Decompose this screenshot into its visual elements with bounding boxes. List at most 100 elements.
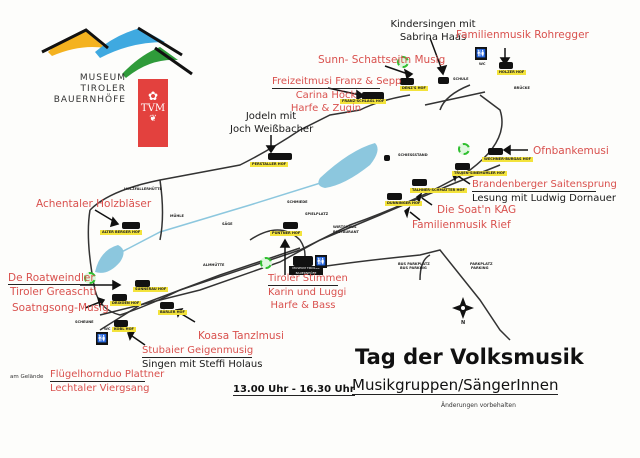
- label-brandenberger: Brandenberger Saitensprung: [472, 179, 617, 192]
- museum-sign: MUSEUM TIROLER BAUERNHÖFE: [289, 266, 323, 275]
- label-sunn-schattseitn: Sunn- Schattseitn Musig: [318, 54, 446, 66]
- building-perstaller[interactable]: [268, 153, 292, 160]
- label-stubaier: Stubaier Geigenmusig: [142, 345, 254, 358]
- label-schiessstand: SCHIESSSTAND: [398, 153, 428, 157]
- building-alter-bergerhof[interactable]: [122, 222, 140, 229]
- label-bus-parking: BUS PARKING: [400, 266, 427, 270]
- label-restaurant: RESTAURANT: [333, 230, 359, 234]
- label-brandenberger-group: Brandenberger Saitensprung Lesung mit Lu…: [472, 178, 617, 205]
- label-freizeitmusi: Freizeitmusi Franz & Sepp: [272, 76, 402, 89]
- event-time: 13.00 Uhr - 16.30 Uhr: [233, 384, 355, 396]
- event-subtitle: Musikgruppen/SängerInnen: [352, 376, 559, 395]
- kindersingen-line1: Kindersingen mit: [390, 19, 476, 30]
- label-bruecke: BRÜCKE: [514, 86, 530, 90]
- pond-west: [95, 245, 124, 273]
- tag-drixoen-hof: DRIXOEN HOF: [110, 301, 142, 306]
- building-sunnerau[interactable]: [135, 280, 150, 287]
- jodeln-line1: Jodeln mit: [245, 111, 297, 122]
- building-holzer[interactable]: [499, 62, 513, 69]
- wc-icon-museum: 🚻: [315, 255, 327, 268]
- wc-icon-north: 🚻: [475, 47, 487, 60]
- building-dunninger[interactable]: [387, 193, 402, 200]
- museum-logo-text: MUSEUM TIROLER BAUERNHÖFE: [40, 73, 126, 106]
- label-am-gelaende: am Gelände: [10, 374, 44, 380]
- building-trujen[interactable]: [455, 163, 470, 170]
- logo-line-tiroler: TIROLER: [80, 84, 126, 94]
- tag-franzschlagl-hof: FRANZ-SCHLAGL HOF: [340, 99, 387, 104]
- gemeinschaft-badge-north: [397, 56, 409, 68]
- label-muehle: MÜHLE: [170, 214, 184, 218]
- label-fluegelhornduo: Flügelhornduo Plattner: [50, 369, 165, 382]
- label-jodeln: Jodeln mit Joch Weißbacher: [230, 110, 314, 136]
- building-drixoen[interactable]: [112, 294, 127, 301]
- logo-mountains: [41, 26, 193, 78]
- building-talhner[interactable]: [412, 179, 427, 186]
- tag-puntner-hof: PUNTNER HOF: [270, 231, 303, 236]
- label-achentaler: Achentaler Holzbläser: [36, 198, 152, 210]
- label-almhuette: ALMHÜTTE: [203, 263, 225, 267]
- gemeinschaft-badge-west: [84, 272, 96, 284]
- jodeln-line2: Joch Weißbacher: [230, 124, 314, 135]
- label-parking: PARKING: [471, 266, 489, 270]
- tvm-badge-text: TVM: [140, 103, 166, 114]
- label-tiroler-stimmen: Tiroler Stimmen: [268, 273, 348, 286]
- label-familienmusik-rief: Familienmusik Rief: [412, 219, 511, 231]
- label-harfe-bass: Harfe & Bass: [270, 300, 336, 311]
- label-carina: Carina Höck: [295, 90, 357, 101]
- label-steffi: Singen mit Steffi Holaus: [142, 359, 263, 370]
- compass-icon: [452, 297, 474, 319]
- building-wechner[interactable]: [488, 148, 503, 155]
- building-denz[interactable]: [400, 78, 414, 85]
- label-wc-south: WC: [104, 327, 111, 331]
- label-karin-luggi: Karin und Luggi: [268, 287, 347, 298]
- kindersingen-line2: Sabrina Haas: [399, 32, 467, 43]
- label-roatweindler: De Roatweindler: [8, 272, 95, 285]
- label-north: N: [461, 320, 466, 326]
- tag-trujen-hof: TRUJEN-SINEMÜHLER HOF: [452, 171, 508, 176]
- label-ofnbankemusi: Ofnbankemusi: [533, 145, 609, 157]
- label-parkplatz: PARKPLATZ: [470, 262, 493, 266]
- logo-line-bauernhoefe: BAUERNHÖFE: [53, 95, 126, 105]
- event-title: Tag der Volksmusik: [355, 345, 584, 369]
- building-franzschlagl[interactable]: [362, 92, 384, 100]
- tvm-badge: ✿ TVM ❦: [138, 79, 168, 147]
- logo-line-museum: MUSEUM: [79, 73, 126, 83]
- tag-denz-hof: DENZ'S HOF: [400, 86, 428, 91]
- label-saege: SÄGE: [222, 222, 233, 226]
- gemeinschaft-badge-center: [260, 257, 272, 269]
- tag-koebl-hof: KÖBL HOF: [112, 327, 136, 332]
- tag-wechner-hof: WECHNER-BURGAS HOF: [482, 157, 534, 162]
- label-spielplatz: SPIELPLATZ: [305, 212, 329, 216]
- ornament-icon: ✿: [147, 89, 159, 103]
- building-baerler[interactable]: [160, 302, 174, 309]
- tag-talhner-hof: TALHNER-SCHMATTER HOF: [410, 188, 467, 193]
- building-puntner[interactable]: [283, 222, 298, 229]
- event-note: Änderungen vorbehalten: [441, 402, 516, 409]
- label-koasa: Koasa Tanzlmusi: [198, 330, 284, 342]
- label-soatngsong: Soatngsong-Musig: [12, 302, 109, 314]
- stream: [109, 179, 331, 259]
- label-greaschtl: Tiroler Greaschtl: [10, 286, 97, 298]
- label-tiroler-stimmen-group: Tiroler Stimmen Karin und Luggi Harfe & …: [268, 272, 348, 312]
- tag-sunnerau-hof: SUNNERAU HOF: [133, 287, 169, 292]
- tag-dunninger-hof: DUNNINGER HOF: [385, 201, 423, 206]
- building-schule[interactable]: [438, 77, 449, 84]
- label-schule: SCHULE: [453, 77, 469, 81]
- label-wirtshaus: WIRTSHAUS: [333, 225, 357, 229]
- building-schiessstand[interactable]: [384, 155, 390, 161]
- label-bus-parkplatz: BUS PARKPLATZ: [398, 262, 430, 266]
- label-lechtaler: Lechtaler Viergsang: [50, 383, 150, 394]
- label-holzfaellerhuette: HOLZFÄLLERHÜTTE: [124, 187, 162, 191]
- building-koebl[interactable]: [114, 320, 128, 327]
- building-museum[interactable]: [293, 256, 313, 266]
- label-stubaier-group: Stubaier Geigenmusig Singen mit Steffi H…: [142, 344, 263, 371]
- label-harfe-zugin: Harfe & Zugin: [290, 103, 362, 114]
- label-schmiede: SCHMIEDE: [287, 200, 308, 204]
- tag-holzer-hof: HOLZER HOF: [497, 70, 527, 75]
- tag-perstaller-hof: PERSTALLER HOF: [250, 162, 289, 167]
- label-scheune: SCHEUNE: [75, 320, 94, 324]
- tag-alter-berger-hof: ALTER BERGER HOF: [100, 230, 143, 235]
- ornament-bottom-icon: ❦: [149, 114, 157, 124]
- label-wc-north: WC: [479, 62, 486, 66]
- tag-baerler-hof: BÄRLER HOF: [158, 310, 187, 315]
